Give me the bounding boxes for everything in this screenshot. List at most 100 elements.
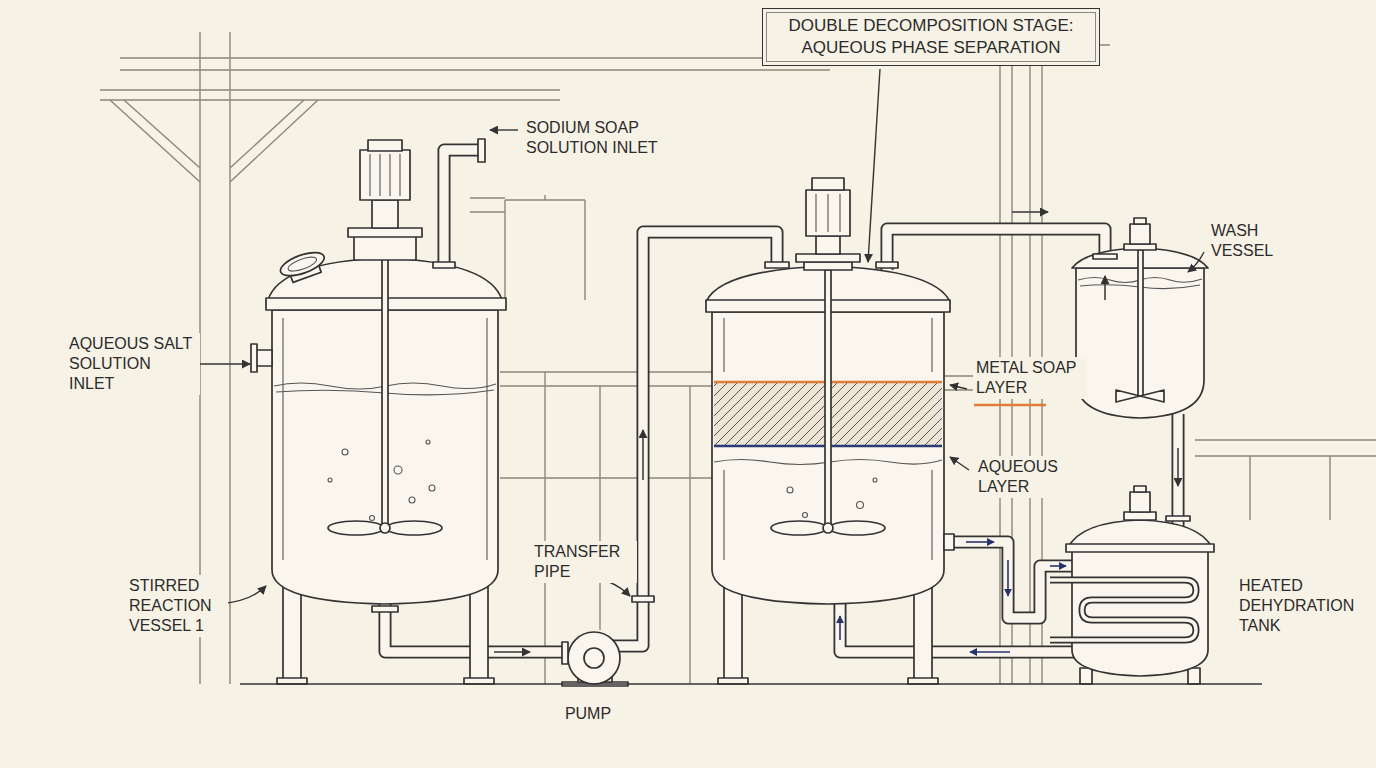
flow-arrow <box>494 212 1178 652</box>
separation-vessel <box>908 678 938 684</box>
reaction-vessel <box>372 200 398 228</box>
flow-arrow <box>1177 448 1179 486</box>
label-underline <box>974 404 1046 406</box>
flow-arrow <box>642 430 644 480</box>
reaction-vessel <box>389 154 390 196</box>
pump-symbol <box>584 648 604 668</box>
vessel-label: HEATED DEHYDRATION TANK <box>1236 575 1366 637</box>
support-structure <box>124 100 200 168</box>
separation-vessel <box>823 523 833 533</box>
flow-arrow <box>1104 276 1106 300</box>
dehydration-tank <box>1134 486 1146 492</box>
dehydration-tank <box>1166 516 1190 521</box>
reaction-vessel <box>251 344 257 372</box>
support-structure <box>470 197 505 198</box>
pipe <box>887 229 1105 270</box>
reaction-vessel <box>394 466 402 474</box>
separation-vessel <box>857 502 864 509</box>
pipe <box>1172 414 1185 528</box>
reaction-vessel <box>348 228 422 237</box>
separation-vessel <box>873 478 877 482</box>
reaction-vessel <box>287 254 319 274</box>
reaction-vessel <box>380 523 390 533</box>
reaction-vessel <box>278 248 329 285</box>
separation-vessel <box>804 262 852 270</box>
separation-vessel <box>827 194 828 232</box>
support-structure <box>599 386 600 630</box>
support-structure <box>500 477 712 478</box>
separation-vessel <box>931 470 932 560</box>
flow-arrow <box>966 541 994 543</box>
reaction-vessel <box>426 440 430 444</box>
separation-vessel <box>944 534 954 550</box>
reaction-vessel <box>360 150 410 200</box>
leader-line <box>950 457 969 470</box>
separation-vessel <box>723 318 724 372</box>
support-structure <box>120 57 830 58</box>
support-structure <box>544 195 545 200</box>
leader-line <box>158 69 1204 604</box>
wash-vessel <box>1116 390 1164 402</box>
diagram-title: DOUBLE DECOMPOSITION STAGE: AQUEOUS PHAS… <box>775 15 1087 59</box>
reaction-vessel <box>282 318 283 560</box>
separation-vessel <box>812 178 844 190</box>
reaction-vessel <box>278 248 327 281</box>
flow-arrow <box>970 651 1010 653</box>
reaction-vessel <box>386 521 442 535</box>
layer-label: AQUEOUS LAYER <box>975 456 1073 498</box>
dehydration-tank <box>1188 668 1200 684</box>
support-structure <box>100 32 1376 684</box>
separation-vessel <box>829 521 885 535</box>
separation-vessel <box>803 513 808 518</box>
reaction-vessel <box>277 678 307 684</box>
support-structure <box>230 100 304 168</box>
reaction-vessel <box>372 606 398 612</box>
separation-vessel <box>876 262 898 268</box>
separation-vessel <box>839 194 840 232</box>
leader-line <box>1188 252 1204 272</box>
reaction-vessel <box>369 154 370 196</box>
reaction-vessel <box>433 262 455 268</box>
inlet-label: SODIUM SOAP SOLUTION INLET <box>523 117 689 159</box>
support-structure <box>689 386 690 684</box>
separation-vessel <box>815 194 816 232</box>
separation-vessel <box>806 190 850 236</box>
separation-vessel <box>787 487 793 493</box>
reaction-vessel <box>478 139 485 162</box>
ground-line <box>240 683 1262 685</box>
support-structure <box>584 200 585 300</box>
separation-vessel <box>723 470 724 560</box>
dehydration-tank <box>1124 512 1156 520</box>
dehydration-tank <box>1050 486 1214 684</box>
reaction-vessel <box>342 449 348 455</box>
heating-coil <box>1050 580 1196 640</box>
pump-symbol <box>562 596 654 686</box>
support-structure <box>470 211 505 212</box>
support-structure <box>120 69 830 70</box>
separation-vessel <box>825 270 831 526</box>
support-structure <box>100 89 560 90</box>
reaction-vessel <box>328 521 384 535</box>
flow-arrow <box>1007 560 1009 596</box>
pump-symbol <box>632 596 654 602</box>
support-structure <box>500 385 712 386</box>
support-structure <box>1329 456 1330 520</box>
reaction-vessel <box>379 154 380 196</box>
layer-label: METAL SOAP LAYER <box>973 357 1087 399</box>
support-structure <box>229 32 230 684</box>
separation-vessel <box>765 262 789 268</box>
pipe <box>887 229 1105 270</box>
reaction-vessel <box>370 516 375 521</box>
leader-line <box>950 385 967 389</box>
pump-label: PUMP <box>555 703 621 725</box>
reaction-vessel <box>464 678 494 684</box>
wash-vessel <box>1134 218 1146 224</box>
reaction-vessel <box>368 140 402 151</box>
support-structure <box>500 371 712 372</box>
reaction-vessel <box>251 139 506 684</box>
inlet-label: AQUEOUS SALT SOLUTION INLET <box>66 333 200 395</box>
pump-symbol <box>562 642 568 664</box>
vessel-label: STIRRED REACTION VESSEL 1 <box>126 575 228 637</box>
reaction-vessel <box>354 236 416 260</box>
